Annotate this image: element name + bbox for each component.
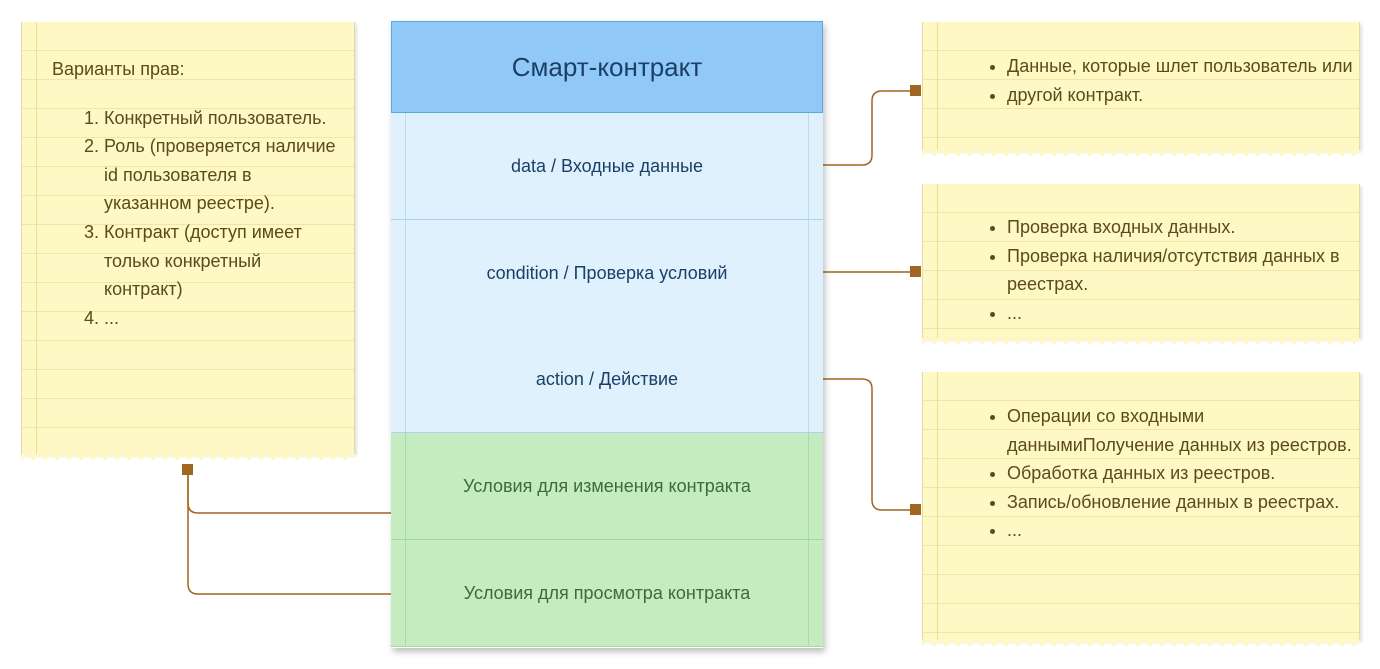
rights-note-title: Варианты прав: (52, 59, 185, 79)
connector-edit-rights (187, 470, 391, 514)
rights-list: Конкретный пользователь. Роль (проверяет… (52, 104, 342, 333)
rights-item: ... (104, 304, 342, 333)
action-item: ... (1007, 516, 1367, 545)
condition-item: Проверка наличия/отсутствия данных в рее… (1007, 242, 1367, 299)
rights-note: Варианты прав: Конкретный пользователь. … (21, 22, 355, 462)
smart-contract-block: Смарт-контракт data / Входные данные con… (391, 21, 823, 648)
condition-item: ... (1007, 299, 1367, 328)
data-item: другой контракт. (1007, 81, 1367, 110)
condition-item: Проверка входных данных. (1007, 213, 1367, 242)
action-item: Обработка данных из реестров. (1007, 459, 1367, 488)
action-item: Операции со входными даннымиПолучение да… (1007, 402, 1367, 459)
condition-list: Проверка входных данных. Проверка наличи… (985, 213, 1367, 327)
anchor-rights (182, 464, 193, 475)
anchor-action (910, 504, 921, 515)
condition-note: Проверка входных данных. Проверка наличи… (922, 184, 1360, 346)
section-action: action / Действие (391, 326, 823, 433)
action-item: Запись/обновление данных в реестрах. (1007, 488, 1367, 517)
connector-view-rights (187, 470, 391, 595)
anchor-condition (910, 266, 921, 277)
section-data: data / Входные данные (391, 113, 823, 220)
rights-item: Конкретный пользователь. (104, 104, 342, 133)
data-list: Данные, которые шлет пользователь или др… (985, 52, 1367, 109)
contract-title: Смарт-контракт (391, 21, 823, 113)
connector-data (823, 90, 916, 166)
anchor-data (910, 85, 921, 96)
rights-item: Контракт (доступ имеет только конкретный… (104, 218, 342, 304)
data-note: Данные, которые шлет пользователь или др… (922, 22, 1360, 158)
action-list: Операции со входными даннымиПолучение да… (985, 402, 1367, 545)
section-condition: condition / Проверка условий (391, 220, 823, 327)
section-edit-conditions: Условия для изменения контракта (391, 433, 823, 540)
connector-action (823, 378, 916, 511)
rights-item: Роль (проверяется наличие id пользовател… (104, 132, 342, 218)
data-item: Данные, которые шлет пользователь или (1007, 52, 1367, 81)
action-note: Операции со входными даннымиПолучение да… (922, 372, 1360, 648)
section-view-conditions: Условия для просмотра контракта (391, 540, 823, 647)
